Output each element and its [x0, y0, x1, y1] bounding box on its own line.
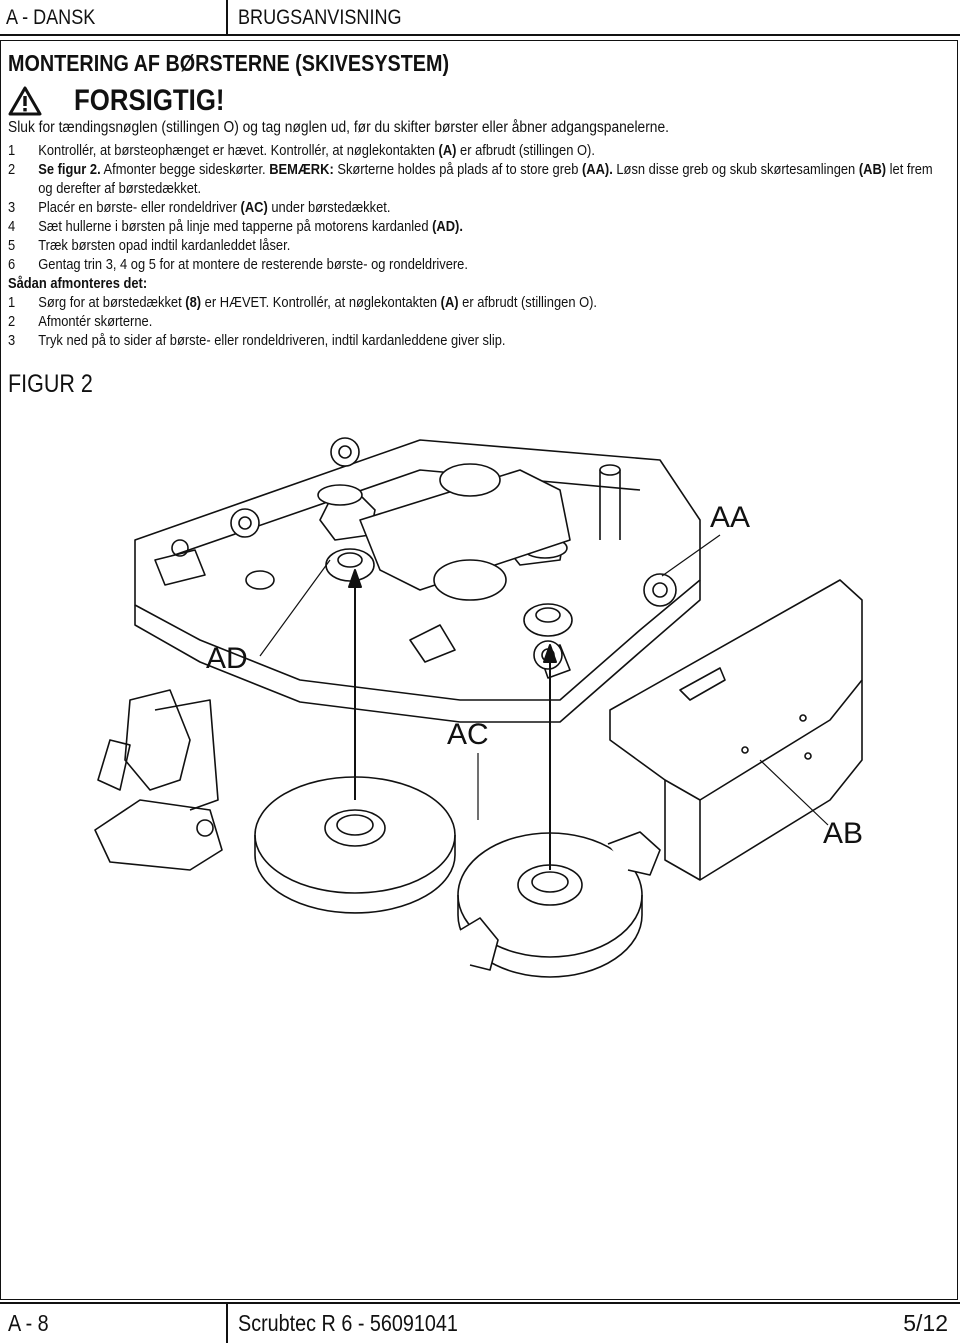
footer-model: Scrubtec R 6 - 56091041: [238, 1310, 458, 1336]
step-number: 2: [8, 162, 16, 178]
page-header: A - DANSK BRUGSANVISNING: [0, 0, 960, 36]
removal-step: 2 Afmontér skørterne.: [8, 313, 943, 332]
step-text: og derefter af børstedækket.: [38, 181, 202, 197]
figure-illustration: AA AD AC AB: [94, 437, 863, 978]
step-text: Tryk ned på to sider af børste- eller ro…: [38, 333, 506, 349]
step-text: Placér en børste- eller rondeldriver (AC…: [38, 200, 391, 216]
footer-page-number: A - 8: [8, 1310, 49, 1336]
removal-heading: Sådan afmonteres det:: [8, 276, 148, 292]
step-text: Træk børsten opad indtil kardanleddet lå…: [38, 238, 291, 254]
brush-deck: [134, 439, 701, 723]
install-step: 1 Kontrollér, at børsteophænget er hævet.…: [8, 142, 943, 161]
header-section: A - DANSK: [6, 6, 96, 29]
header-document-type: BRUGSANVISNING: [238, 6, 402, 29]
removal-step: 3 Tryk ned på to sider af børste- eller r…: [8, 332, 943, 351]
hands: [459, 831, 661, 971]
step-number: 4: [8, 219, 16, 235]
side-skirt: [609, 579, 863, 881]
step-number: 2: [8, 314, 16, 330]
step-text: Gentag trin 3, 4 og 5 for at montere de …: [38, 257, 468, 273]
step-text: Se figur 2. Afmonter begge sideskørter. …: [38, 162, 933, 178]
drive-hubs: [245, 548, 573, 637]
section-title: MONTERING AF BØRSTERNE (SKIVESYSTEM): [8, 50, 450, 76]
step-text: Sæt hullerne i børsten på linje med tapp…: [38, 219, 463, 235]
step-number: 5: [8, 238, 16, 254]
content-frame: [0, 40, 958, 1300]
removal-step-list: 1 Sørg for at børstedækket (8) er HÆVET. …: [8, 294, 943, 351]
install-step: 6 Gentag trin 3, 4 og 5 for at montere de…: [8, 256, 943, 275]
step-number: 3: [8, 200, 16, 216]
install-step: og derefter af børstedækket.: [8, 180, 943, 199]
label-ad: AD: [206, 642, 248, 675]
brush-discs: [254, 776, 643, 978]
warning-heading: FORSIGTIG!: [74, 84, 225, 117]
machine-thumbnail: [94, 689, 223, 871]
label-ac: AC: [447, 718, 489, 751]
step-text: Afmontér skørterne.: [38, 314, 153, 330]
label-ab: AB: [823, 817, 863, 850]
header-divider: [226, 0, 228, 34]
install-step: 5 Træk børsten opad indtil kardanleddet l…: [8, 237, 943, 256]
step-number: 1: [8, 143, 16, 159]
label-aa: AA: [710, 501, 750, 534]
callout-lines: [259, 534, 829, 826]
assembly-arrows: [348, 569, 557, 870]
install-step: 3 Placér en børste- eller rondeldriver (A…: [8, 199, 943, 218]
footer-edition: 5/12: [903, 1310, 948, 1336]
step-text: Sørg for at børstedækket (8) er HÆVET. K…: [38, 295, 598, 311]
step-text: Kontrollér, at børsteophænget er hævet. …: [38, 143, 595, 159]
footer-divider: [226, 1304, 228, 1343]
install-step: 2 Se figur 2. Afmonter begge sideskørter.…: [8, 161, 943, 180]
install-step: 4 Sæt hullerne i børsten på linje med tap…: [8, 218, 943, 237]
removal-step: 1 Sørg for at børstedækket (8) er HÆVET. …: [8, 294, 943, 313]
step-number: 1: [8, 295, 16, 311]
install-step-list: 1 Kontrollér, at børsteophænget er hævet.…: [8, 142, 943, 275]
figure-title: FIGUR 2: [8, 370, 93, 398]
warning-icon: [8, 86, 42, 116]
step-number: 3: [8, 333, 16, 349]
instruction-steps: 1 Kontrollér, at børsteophænget er hævet.…: [8, 142, 943, 351]
page-footer: A - 8 Scrubtec R 6 - 56091041 5/12: [0, 1302, 960, 1343]
warning-text: Sluk for tændingsnøglen (stillingen O) o…: [8, 119, 669, 136]
step-number: 6: [8, 257, 16, 273]
